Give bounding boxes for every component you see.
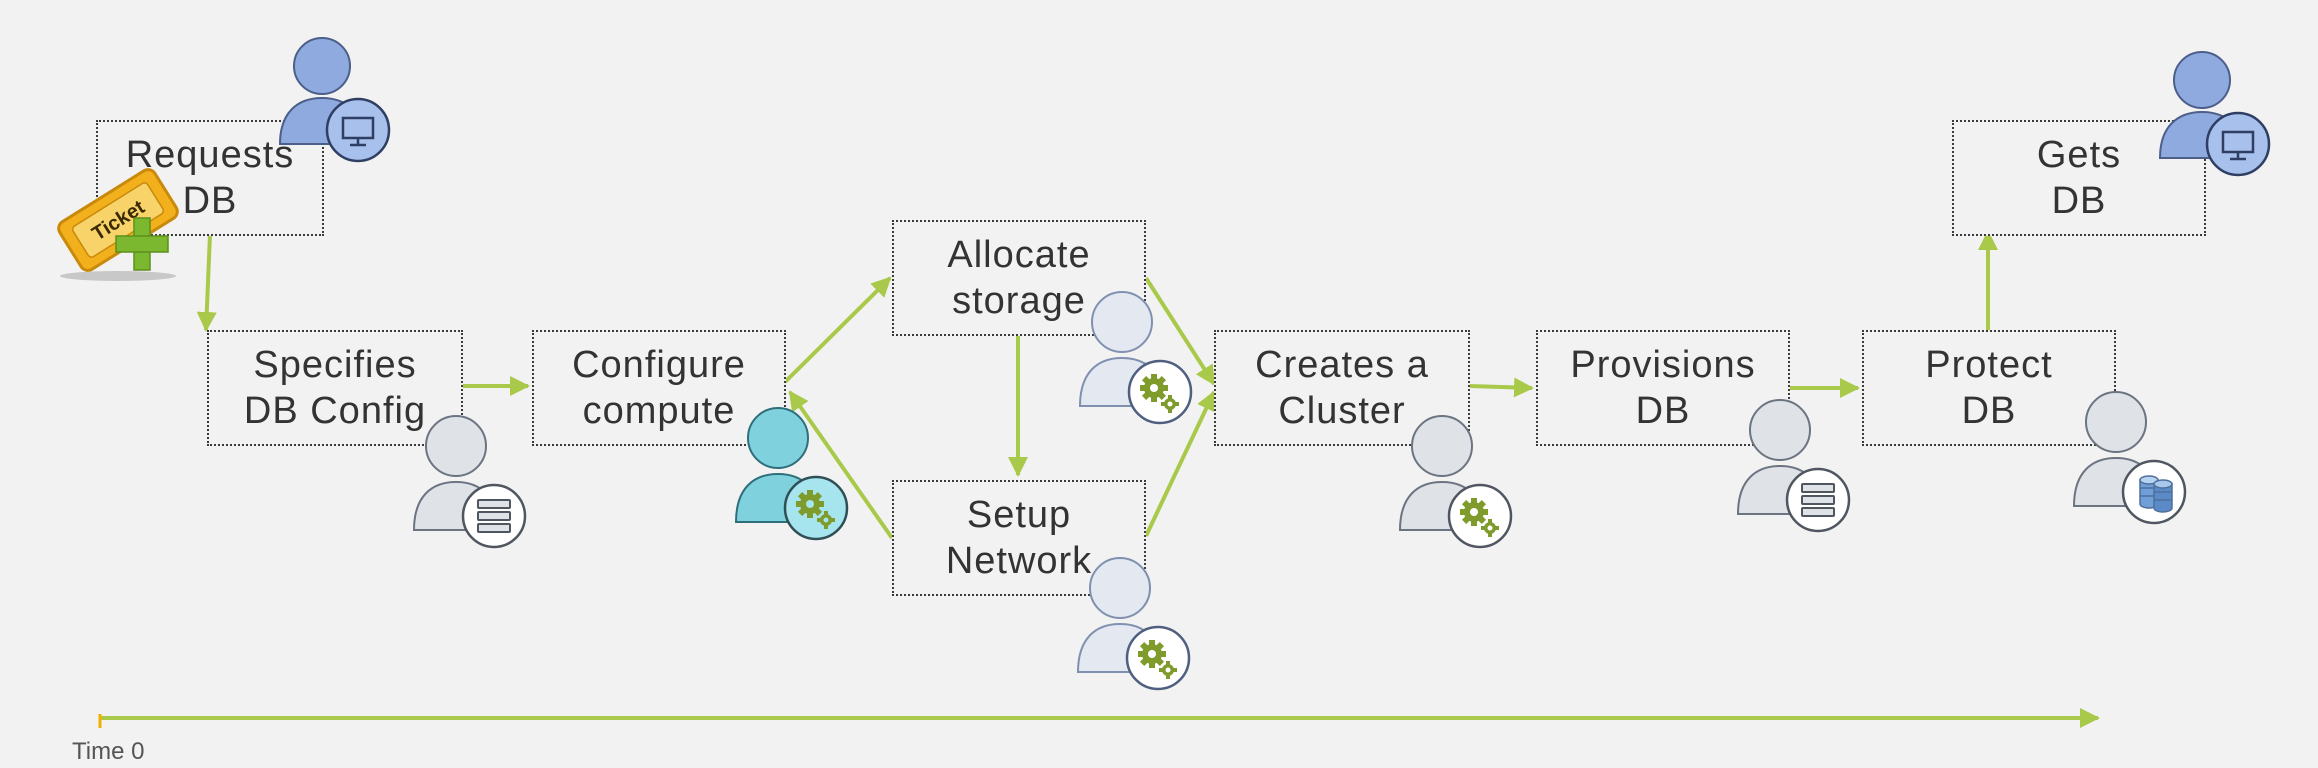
arrow-network-to-configure: [788, 390, 894, 540]
user-gear-icon: [734, 407, 849, 541]
step-label-line-1: Setup: [966, 494, 1072, 536]
step-label-line-2: storage: [952, 280, 1086, 322]
step-label-line-2: compute: [582, 390, 736, 432]
arrow-allocate-to-cluster: [1144, 276, 1216, 386]
step-label-line-2: Cluster: [1278, 390, 1406, 432]
step-label-line-2: DB: [2051, 180, 2107, 222]
user-database-icon: [1736, 399, 1851, 533]
step-label-line-1: Gets: [2036, 134, 2122, 176]
step-label-line-1: Allocate: [947, 234, 1091, 276]
step-label-line-1: Configure: [572, 344, 746, 386]
step-label-line-1: Provisions: [1570, 344, 1756, 386]
step-label-line-2: Network: [945, 540, 1093, 582]
step-label-line-1: Requests: [125, 134, 295, 176]
step-label-line-1: Protect: [1925, 344, 2053, 386]
arrow-requests-to-specifies: [196, 233, 217, 332]
arrow-configure-to-allocate: [783, 276, 892, 384]
user-gear-icon: [1076, 557, 1191, 691]
step-label-line-1: Creates a: [1255, 344, 1429, 386]
timeline-label: Time 0: [72, 738, 145, 765]
arrow-network-to-cluster: [1144, 390, 1216, 537]
step-label-line-2: DB: [1635, 390, 1691, 432]
ticket-plus-icon: Ticket: [57, 168, 179, 281]
user-monitor-icon: [2158, 51, 2271, 177]
user-database-stack-icon: [2072, 391, 2187, 525]
step-label-line-2: DB: [182, 180, 238, 222]
step-label-line-2: DB: [1961, 390, 2017, 432]
user-database-icon: [412, 415, 527, 549]
user-gear-icon: [1398, 415, 1513, 549]
user-gear-icon: [1078, 291, 1193, 425]
plus-icon: [115, 217, 169, 271]
step-label-line-2: DB Config: [243, 390, 427, 432]
user-monitor-icon: [278, 37, 391, 163]
step-label-line-1: Specifies: [253, 344, 417, 386]
arrow-cluster-to-provisions: [1468, 377, 1534, 398]
